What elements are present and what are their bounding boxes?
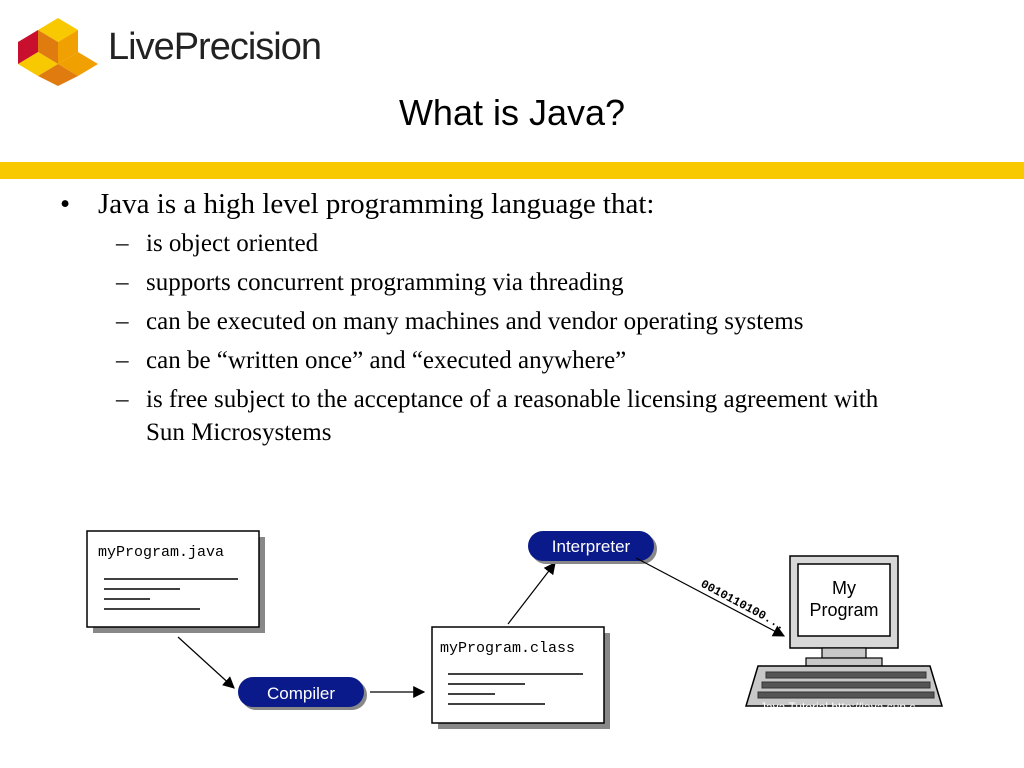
java-compile-diagram: myProgram.java Compiler myProgram.class … [86, 530, 944, 729]
main-bullet-text: Java is a high level programming languag… [98, 188, 655, 220]
slide-title: What is Java? [398, 92, 626, 133]
brand-name: LivePrecision [108, 26, 322, 68]
screen-text-my: My [832, 578, 856, 598]
interpreter-pill: Interpreter [528, 531, 657, 564]
sub-bullet: –is object oriented [116, 227, 890, 260]
class-file-document: myProgram.class [431, 626, 610, 729]
sub-bullet: –is free subject to the acceptance of a … [116, 383, 890, 449]
sub-bullet-text: can be executed on many machines and ven… [146, 308, 804, 335]
sub-bullet: –can be executed on many machines and ve… [116, 305, 890, 338]
class-file-label: myProgram.class [440, 640, 575, 657]
computer-icon: My Program [744, 555, 944, 707]
cube-logo-icon [18, 18, 98, 86]
sub-bullet-text: is object oriented [146, 230, 319, 257]
bullet-list: • Java is a high level programming langu… [60, 188, 890, 449]
bytecode-label: 0010110100... [698, 577, 787, 633]
main-bullet: • Java is a high level programming langu… [60, 188, 890, 221]
sub-bullet: –supports concurrent programming via thr… [116, 266, 890, 299]
compiler-pill: Compiler [238, 677, 367, 710]
compiler-label: Compiler [267, 684, 335, 703]
interpreter-label: Interpreter [552, 537, 631, 556]
sub-bullet-text: can be “written once” and “executed anyw… [146, 347, 627, 374]
source-file-label: myProgram.java [98, 544, 224, 561]
sub-bullet: –can be “written once” and “executed any… [116, 344, 890, 377]
sub-bullet-text: supports concurrent programming via thre… [146, 269, 624, 296]
bullet-dot: • [60, 188, 71, 220]
screen-text-program: Program [809, 600, 878, 620]
liveprecision-logo: LivePrecision [16, 16, 322, 88]
sub-bullet-text: is free subject to the acceptance of a r… [146, 386, 879, 446]
title-divider [0, 162, 1024, 179]
footnote: Java Tutorial http://java.sun.c [760, 700, 916, 714]
source-file-document: myProgram.java [86, 530, 265, 633]
